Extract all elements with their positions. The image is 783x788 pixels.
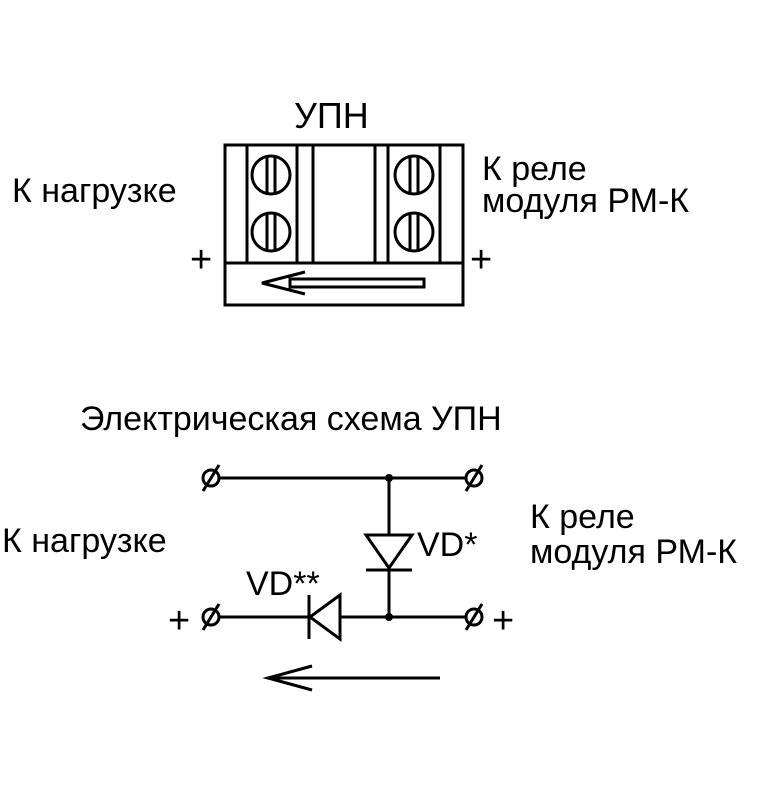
schematic-right-label-line2: модуля РМ-К [530,533,737,571]
terminal-top-left-icon [201,464,221,492]
device-right-polarity: + [470,239,492,281]
device-left-polarity: + [190,239,212,281]
diode-vertical-icon [363,533,415,572]
schematic-arrow-left-icon [262,664,440,692]
device-title: УПН [294,95,369,136]
schematic-left-label: К нагрузке [2,522,167,560]
diode-horizontal-icon [307,592,342,642]
screw-left-top-icon [250,154,292,196]
junction-top [385,474,393,482]
diode-vertical-label: VD* [417,526,477,564]
schematic-right-label-line1: К реле [530,498,635,536]
terminal-bottom-right-icon [464,603,484,631]
terminal-top-right-icon [464,464,484,492]
device-right-label-line1: К реле [482,150,587,188]
schematic-left-polarity: + [168,600,190,642]
schematic-title: Электрическая схема УПН [80,400,502,438]
block-arrow-left-icon [261,270,426,296]
screw-right-top-icon [393,154,435,196]
screw-right-bottom-icon [393,211,435,253]
terminal-block-body [223,143,465,307]
terminal-bottom-left-icon [201,603,221,631]
schematic-right-polarity: + [492,600,514,642]
screw-left-bottom-icon [250,211,292,253]
terminal-block [223,143,465,307]
device-right-label-line2: модуля РМ-К [482,182,689,220]
diode-horizontal-label: VD** [246,565,320,603]
device-left-label: К нагрузке [12,172,177,210]
junction-bottom [385,613,393,621]
